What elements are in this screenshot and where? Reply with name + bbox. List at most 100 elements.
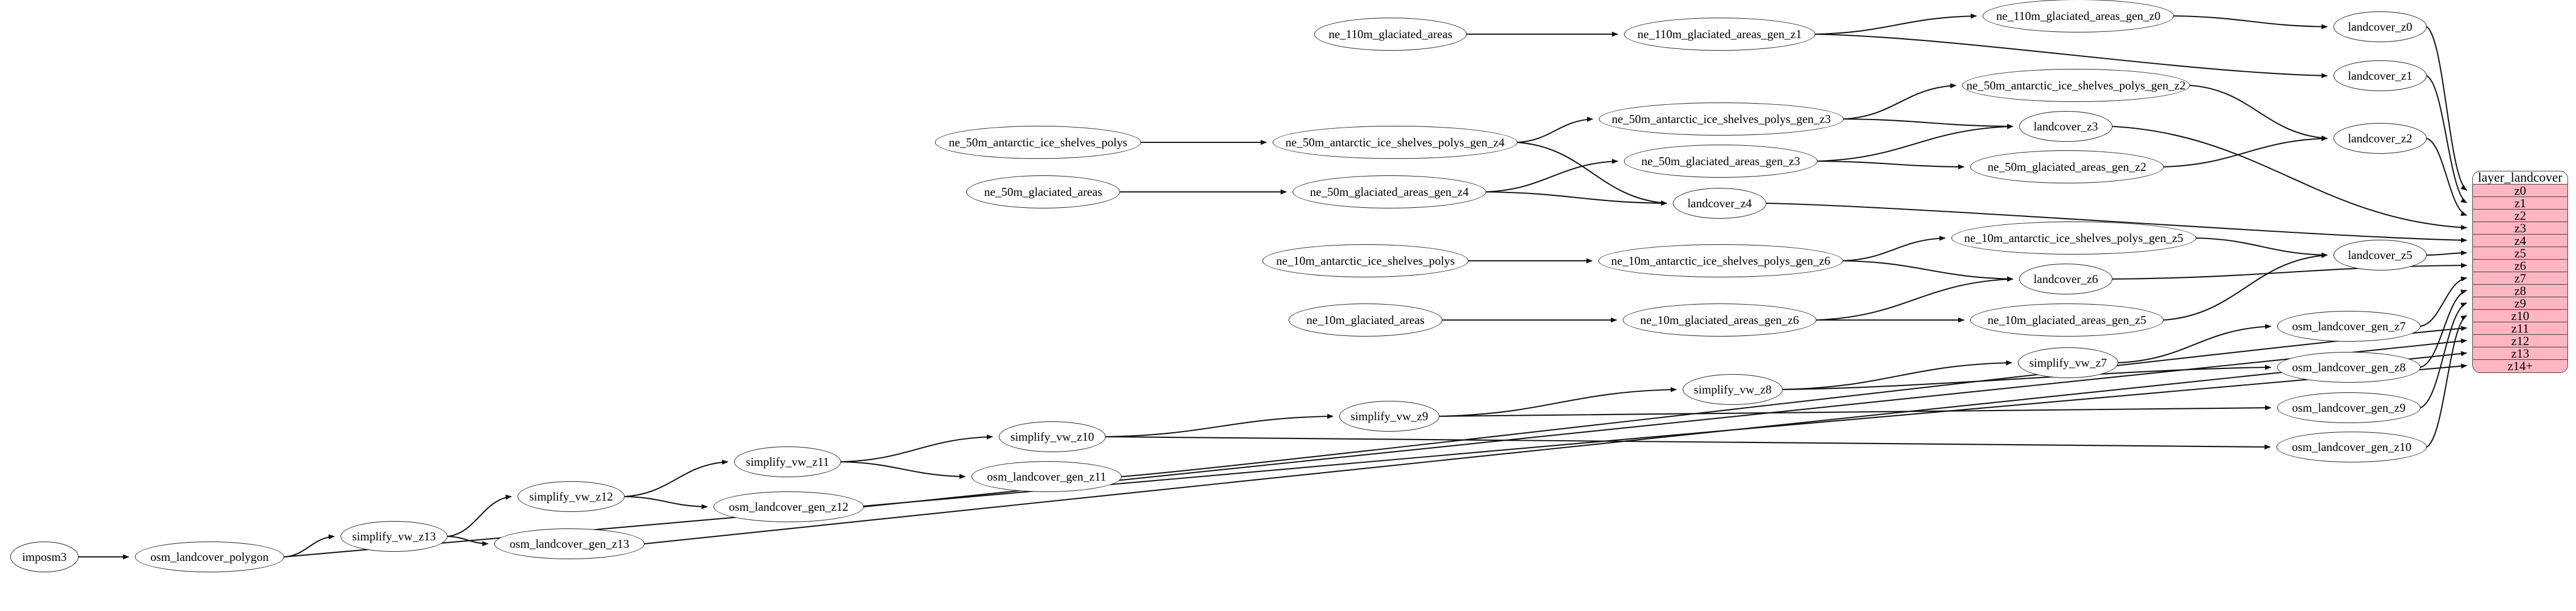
- layer-table-row-z2[interactable]: z2: [2473, 208, 2567, 223]
- graph-node-ne_110m_glaciated_areas_gen_z1[interactable]: ne_110m_glaciated_areas_gen_z1: [1624, 18, 1815, 51]
- graph-node-label: ne_50m_glaciated_areas: [984, 184, 1102, 199]
- graph-edge: [1817, 160, 1964, 170]
- graph-node-ne_10m_glaciated_areas_gen_z6[interactable]: ne_10m_glaciated_areas_gen_z6: [1623, 304, 1816, 337]
- graph-node-simplify_vw_z8[interactable]: simplify_vw_z8: [1683, 374, 1783, 405]
- graph-node-label: landcover_z3: [2033, 119, 2098, 133]
- graph-edge: [447, 535, 489, 547]
- graph-node-label: ne_10m_glaciated_areas_gen_z5: [1987, 313, 2147, 327]
- graph-node-label: landcover_z1: [2348, 68, 2413, 83]
- graph-node-label: ne_10m_antarctic_ice_shelves_polys_gen_z…: [1611, 253, 1831, 268]
- graph-node-simplify_vw_z10[interactable]: simplify_vw_z10: [999, 421, 1106, 452]
- graph-node-osm_landcover_gen_z8[interactable]: osm_landcover_gen_z8: [2277, 352, 2421, 383]
- layer-table-row-z5[interactable]: z5: [2473, 246, 2567, 260]
- graph-node-landcover_z1[interactable]: landcover_z1: [2333, 60, 2427, 91]
- graph-node-label: simplify_vw_z7: [2029, 355, 2107, 370]
- graph-node-simplify_vw_z13[interactable]: simplify_vw_z13: [341, 521, 448, 552]
- graph-node-label: osm_landcover_gen_z12: [729, 499, 848, 514]
- graph-node-landcover_z5[interactable]: landcover_z5: [2333, 240, 2427, 270]
- graph-node-label: landcover_z0: [2348, 19, 2413, 34]
- layer-table-row-z14+[interactable]: z14+: [2473, 359, 2567, 372]
- graph-node-simplify_vw_z12[interactable]: simplify_vw_z12: [518, 481, 625, 512]
- layer-table-row-label: z7: [2514, 270, 2526, 285]
- graph-edge: [2426, 315, 2467, 448]
- graph-node-label: ne_110m_glaciated_areas_gen_z0: [1996, 9, 2161, 23]
- layer-table-row-z8[interactable]: z8: [2473, 284, 2567, 298]
- graph-node-landcover_z2[interactable]: landcover_z2: [2333, 123, 2427, 154]
- graph-node-label: ne_50m_antarctic_ice_shelves_polys_gen_z…: [1611, 112, 1831, 126]
- layer-table-row-z12[interactable]: z12: [2473, 334, 2567, 348]
- graph-node-ne_10m_antarctic_ice_shelves_polys_gen_z6[interactable]: ne_10m_antarctic_ice_shelves_polys_gen_z…: [1598, 244, 1843, 277]
- graph-node-label: osm_landcover_gen_z13: [510, 536, 629, 551]
- graph-node-ne_10m_glaciated_areas[interactable]: ne_10m_glaciated_areas: [1289, 304, 1442, 337]
- graph-node-label: simplify_vw_z8: [1693, 382, 1772, 396]
- graph-node-ne_50m_glaciated_areas_gen_z2[interactable]: ne_50m_glaciated_areas_gen_z2: [1970, 150, 2164, 183]
- layer-table-row-z0[interactable]: z0: [2473, 183, 2567, 198]
- graph-node-landcover_z6[interactable]: landcover_z6: [2019, 264, 2113, 294]
- graph-node-simplify_vw_z11[interactable]: simplify_vw_z11: [734, 446, 841, 477]
- graph-edge: [2420, 276, 2467, 327]
- graph-node-ne_10m_antarctic_ice_shelves_polys_gen_z5[interactable]: ne_10m_antarctic_ice_shelves_polys_gen_z…: [1951, 222, 2196, 255]
- graph-node-label: ne_50m_antarctic_ice_shelves_polys: [949, 135, 1127, 149]
- graph-node-landcover_z0[interactable]: landcover_z0: [2333, 11, 2427, 42]
- graph-node-osm_landcover_gen_z11[interactable]: osm_landcover_gen_z11: [971, 461, 1122, 492]
- graph-node-osm_landcover_polygon[interactable]: osm_landcover_polygon: [135, 542, 284, 572]
- graph-edge: [1517, 117, 1593, 143]
- layer-table-row-z9[interactable]: z9: [2473, 296, 2567, 310]
- graph-edge: [1782, 364, 2271, 391]
- graph-node-ne_10m_antarctic_ice_shelves_polys[interactable]: ne_10m_antarctic_ice_shelves_polys: [1262, 244, 1469, 277]
- layer-table-row-z3[interactable]: z3: [2473, 221, 2567, 235]
- graph-edge: [1517, 141, 1667, 206]
- layer-table-row-z7[interactable]: z7: [2473, 270, 2567, 285]
- graph-node-label: ne_110m_glaciated_areas_gen_z1: [1637, 27, 1802, 41]
- layer-table-row-label: z1: [2514, 195, 2526, 210]
- graph-node-osm_landcover_gen_z12[interactable]: osm_landcover_gen_z12: [713, 491, 864, 522]
- graph-node-ne_110m_glaciated_areas_gen_z0[interactable]: ne_110m_glaciated_areas_gen_z0: [1983, 0, 2174, 32]
- layer-table-row-label: z2: [2514, 208, 2526, 223]
- graph-edge: [1843, 118, 2013, 129]
- graph-node-ne_50m_glaciated_areas_gen_z4[interactable]: ne_50m_glaciated_areas_gen_z4: [1293, 175, 1486, 208]
- graph-node-osm_landcover_gen_z7[interactable]: osm_landcover_gen_z7: [2277, 311, 2421, 342]
- graph-node-label: landcover_z5: [2348, 248, 2413, 262]
- graph-node-osm_landcover_gen_z13[interactable]: osm_landcover_gen_z13: [494, 528, 645, 559]
- graph-edge: [2426, 26, 2467, 191]
- graph-node-ne_50m_antarctic_ice_shelves_polys_gen_z3[interactable]: ne_50m_antarctic_ice_shelves_polys_gen_z…: [1599, 102, 1844, 136]
- graph-node-ne_50m_antarctic_ice_shelves_polys_gen_z2[interactable]: ne_50m_antarctic_ice_shelves_polys_gen_z…: [1962, 69, 2190, 102]
- graph-edge: [2118, 323, 2271, 364]
- graph-node-ne_110m_glaciated_areas[interactable]: ne_110m_glaciated_areas: [1314, 18, 1467, 51]
- graph-node-osm_landcover_gen_z10[interactable]: osm_landcover_gen_z10: [2276, 432, 2427, 462]
- layer-table-row-z4[interactable]: z4: [2473, 233, 2567, 248]
- layer-table-row-label: z13: [2511, 346, 2529, 360]
- layer-table-row-z1[interactable]: z1: [2473, 195, 2567, 210]
- graph-node-label: osm_landcover_polygon: [150, 550, 269, 564]
- graph-node-simplify_vw_z7[interactable]: simplify_vw_z7: [2018, 347, 2118, 378]
- graph-node-ne_50m_glaciated_areas[interactable]: ne_50m_glaciated_areas: [966, 175, 1120, 208]
- graph-edge: [2173, 15, 2328, 30]
- graph-node-ne_50m_antarctic_ice_shelves_polys_gen_z4[interactable]: ne_50m_antarctic_ice_shelves_polys_gen_z…: [1273, 126, 1517, 159]
- layer-table-row-z10[interactable]: z10: [2473, 309, 2567, 323]
- graph-node-imposm3[interactable]: imposm3: [10, 542, 79, 572]
- graph-edge: [2189, 84, 2328, 141]
- graph-node-ne_50m_glaciated_areas_gen_z3[interactable]: ne_50m_glaciated_areas_gen_z3: [1624, 145, 1818, 178]
- graph-node-label: osm_landcover_gen_z10: [2292, 440, 2411, 454]
- layer-table-row-z6[interactable]: z6: [2473, 259, 2567, 273]
- graph-node-label: osm_landcover_gen_z8: [2292, 360, 2406, 374]
- layer-table-row-z11[interactable]: z11: [2473, 321, 2567, 335]
- graph-node-landcover_z3[interactable]: landcover_z3: [2019, 111, 2113, 142]
- graph-node-landcover_z4[interactable]: landcover_z4: [1673, 188, 1766, 219]
- graph-edge: [2426, 75, 2467, 203]
- layer-table-row-label: z11: [2511, 321, 2529, 335]
- layer-table-row-z13[interactable]: z13: [2473, 346, 2567, 360]
- graph-node-ne_50m_antarctic_ice_shelves_polys[interactable]: ne_50m_antarctic_ice_shelves_polys: [935, 126, 1141, 159]
- graph-node-label: ne_50m_glaciated_areas_gen_z3: [1641, 154, 1800, 168]
- layer-table-title: layer_landcover: [2473, 171, 2567, 184]
- graph-edge: [2112, 263, 2467, 280]
- layer-table-title-label: layer_landcover: [2477, 171, 2563, 184]
- graph-edge: [1843, 260, 2013, 282]
- graph-node-label: simplify_vw_z11: [745, 454, 830, 469]
- graph-node-osm_landcover_gen_z9[interactable]: osm_landcover_gen_z9: [2277, 392, 2421, 423]
- graph-node-simplify_vw_z9[interactable]: simplify_vw_z9: [1339, 401, 1439, 432]
- graph-node-ne_10m_glaciated_areas_gen_z5[interactable]: ne_10m_glaciated_areas_gen_z5: [1970, 304, 2164, 337]
